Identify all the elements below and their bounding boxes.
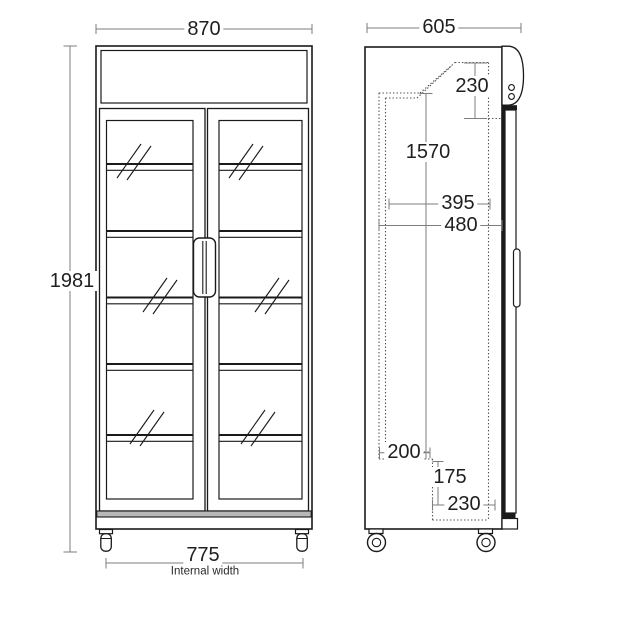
side-door-glass-edge xyxy=(501,110,505,513)
front-header-panel xyxy=(100,49,308,104)
front-right-glass xyxy=(218,119,303,500)
front-left-caster xyxy=(98,528,114,552)
dim-internal-width-value: 775 xyxy=(183,545,223,565)
door-handle xyxy=(192,237,217,298)
canopy-detail-dot xyxy=(508,84,515,91)
side-front-caster xyxy=(476,528,496,553)
glass-reflection-marks xyxy=(116,143,290,447)
dim-base-step-depth-label: 200 xyxy=(384,442,424,462)
front-right-caster xyxy=(294,528,310,552)
side-canopy xyxy=(501,45,525,106)
dim-interior-height-label: 1570 xyxy=(402,142,454,162)
side-door-panel xyxy=(504,109,517,514)
left-door-shelves xyxy=(106,163,193,442)
front-left-glass xyxy=(105,119,194,500)
dim-front-width-label: 870 xyxy=(184,19,224,39)
dim-internal-width-caption: Internal width xyxy=(168,565,242,578)
canopy-separator xyxy=(502,105,517,110)
dim-base-recess-depth-label: 230 xyxy=(444,494,484,514)
side-back-caster xyxy=(366,528,387,553)
canopy-detail-dot xyxy=(508,93,515,100)
dim-interior-depth-label: 480 xyxy=(441,215,481,235)
dim-shelf-depth-label: 395 xyxy=(438,193,478,213)
dim-side-depth-label: 605 xyxy=(419,17,459,37)
front-kick-band xyxy=(96,510,312,518)
dim-top-section-label: 230 xyxy=(452,76,492,96)
dim-front-height-line xyxy=(63,45,77,553)
dim-front-height-label: 1981 xyxy=(46,271,98,291)
front-view xyxy=(95,45,313,552)
right-door-shelves xyxy=(219,163,302,442)
side-door-bottom-rail xyxy=(502,513,516,519)
side-view xyxy=(364,45,525,553)
side-door-handle-bump xyxy=(512,248,521,308)
dim-base-step-height-label: 175 xyxy=(430,467,470,487)
side-bottom-block xyxy=(501,517,519,530)
dim-interior-depth-line xyxy=(378,220,503,231)
